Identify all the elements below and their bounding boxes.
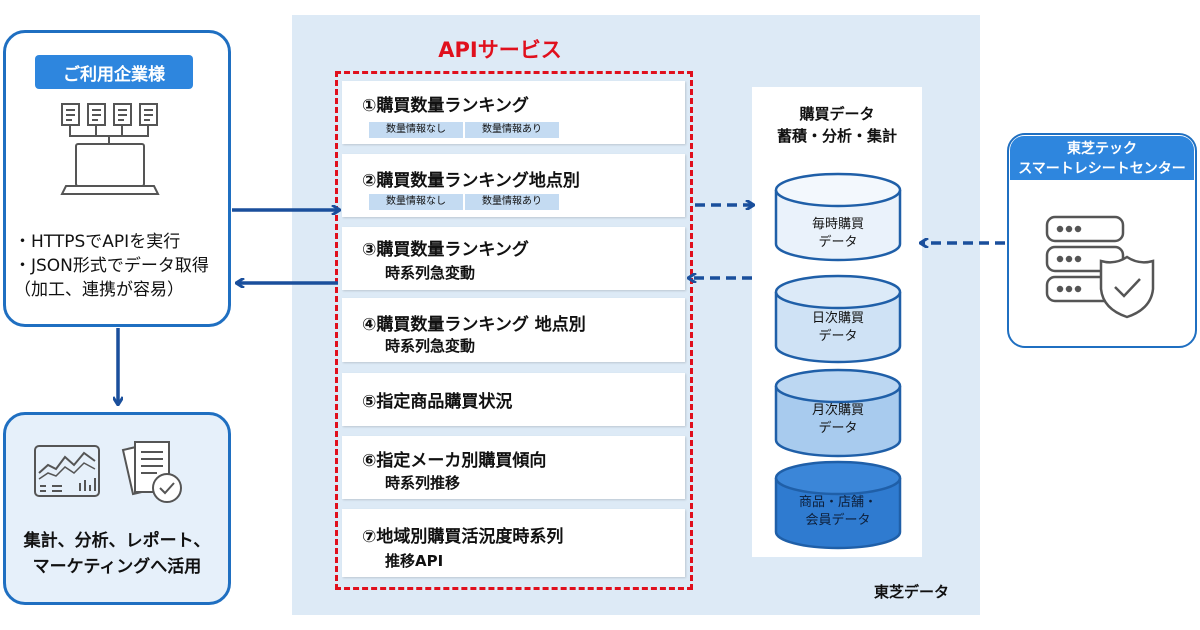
server-shield-icon xyxy=(1045,215,1155,319)
cylinder-label-hourly: 毎時購買 データ xyxy=(778,216,898,252)
checked-documents-icon xyxy=(121,441,182,503)
storage-title: 購買データ 蓄積・分析・集計 xyxy=(752,103,922,147)
tag-no-quantity: 数量情報なし xyxy=(369,194,463,210)
usage-panel xyxy=(3,412,231,605)
analytics-screen-icon xyxy=(34,445,100,497)
api-item-title: ①購買数量ランキング xyxy=(362,96,529,116)
api-item-7: ⑦地域別購買活況度時系列 推移API xyxy=(342,509,685,577)
cylinder-monthly xyxy=(774,368,902,458)
cylinder-label-line-2: データ xyxy=(818,329,858,344)
api-item-2: ②購買数量ランキング地点別 数量情報なし 数量情報あり xyxy=(342,154,685,217)
api-item-4: ④購買数量ランキング 地点別 時系列急変動 xyxy=(342,298,685,362)
receipt-center-title-line-2: スマートレシートセンター xyxy=(1018,161,1186,177)
api-item-5: ⑤指定商品購買状況 xyxy=(342,373,685,426)
api-service-title: APIサービス xyxy=(438,38,562,62)
tag-with-quantity: 数量情報あり xyxy=(465,194,559,210)
cylinder-label-monthly: 月次購買 データ xyxy=(778,402,898,438)
cylinder-label-line-2: データ xyxy=(818,421,858,436)
receipt-center-title-line-1: 東芝テック xyxy=(1067,141,1137,157)
cylinder-label-master: 商品・店舗・ 会員データ xyxy=(778,494,898,530)
receipt-center-title: 東芝テック スマートレシートセンター xyxy=(1010,136,1194,180)
api-item-subtitle: 推移API xyxy=(385,552,444,570)
api-item-title: ⑤指定商品購買状況 xyxy=(362,392,513,412)
usage-line-1: 集計、分析、レポート、 xyxy=(23,531,211,551)
cylinder-label-line-1: 毎時購買 xyxy=(811,217,864,232)
api-item-1: ①購買数量ランキング 数量情報なし 数量情報あり xyxy=(342,81,685,144)
client-bullet-json: ・JSON形式でデータ取得 xyxy=(14,256,209,276)
api-item-subtitle: 時系列急変動 xyxy=(385,264,476,282)
tag-no-quantity: 数量情報なし xyxy=(369,122,463,138)
cylinder-daily xyxy=(774,274,902,364)
provider-label: 東芝データ xyxy=(874,583,950,601)
client-bullet-note: （加工、連携が容易） xyxy=(14,280,184,300)
api-service-frame xyxy=(335,71,693,590)
cylinder-master xyxy=(774,460,902,550)
client-title: ご利用企業様 xyxy=(35,55,193,89)
storage-title-line-2: 蓄積・分析・集計 xyxy=(776,127,897,145)
api-item-title: ⑦地域別購買活況度時系列 xyxy=(362,527,564,547)
client-bullet-https: ・HTTPSでAPIを実行 xyxy=(14,232,181,252)
api-item-subtitle: 時系列急変動 xyxy=(385,337,476,355)
tag-with-quantity: 数量情報あり xyxy=(465,122,559,138)
database-cylinders xyxy=(774,172,902,550)
storage-title-line-1: 購買データ xyxy=(799,105,875,123)
usage-description: 集計、分析、レポート、 マーケティングへ活用 xyxy=(12,528,222,580)
cylinder-label-daily: 日次購買 データ xyxy=(778,310,898,346)
api-item-title: ⑥指定メーカ別購買傾向 xyxy=(362,451,547,471)
cylinder-label-line-1: 商品・店舗・ xyxy=(798,495,877,510)
api-item-3: ③購買数量ランキング 時系列急変動 xyxy=(342,227,685,290)
api-item-title: ③購買数量ランキング xyxy=(362,240,529,260)
api-item-title: ④購買数量ランキング 地点別 xyxy=(362,315,586,335)
api-item-title: ②購買数量ランキング地点別 xyxy=(362,171,580,191)
cylinder-hourly xyxy=(774,172,902,262)
cylinder-label-line-1: 月次購買 xyxy=(811,403,864,418)
usage-line-2: マーケティングへ活用 xyxy=(32,557,202,577)
cylinder-label-line-2: データ xyxy=(818,235,858,250)
cylinder-label-line-2: 会員データ xyxy=(805,513,871,528)
api-item-subtitle: 時系列推移 xyxy=(385,474,461,492)
laptop-with-documents-icon xyxy=(60,103,160,195)
api-item-6: ⑥指定メーカ別購買傾向 時系列推移 xyxy=(342,436,685,499)
cylinder-label-line-1: 日次購買 xyxy=(811,311,864,326)
